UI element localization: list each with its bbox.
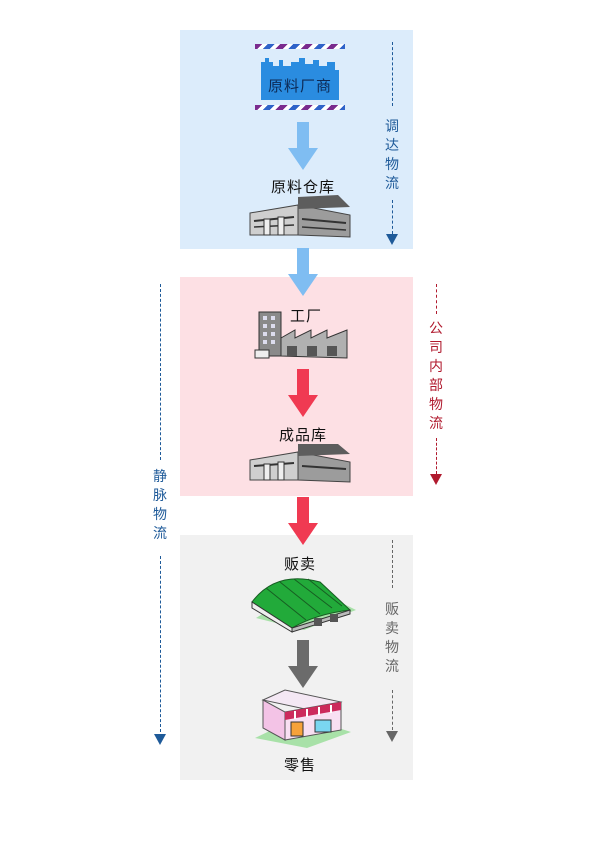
arrow-head-down-icon [386, 234, 398, 245]
product-warehouse-label: 成品库 [278, 426, 327, 444]
warehouse-icon [249, 195, 351, 238]
reverse-dashed-line [160, 284, 161, 460]
arrow-down-icon [288, 248, 318, 296]
arrow-head-down-icon [430, 474, 442, 485]
material-warehouse-label: 原料仓库 [270, 178, 335, 196]
retail-label: 零售 [284, 756, 317, 774]
procurement-dashed-line [392, 200, 393, 234]
supplier-node: 原料厂商 [255, 44, 345, 110]
supplier-factory-icon [261, 58, 339, 100]
arrow-down-icon [288, 497, 318, 545]
factory-icon [254, 311, 348, 359]
stripe-top [255, 44, 345, 49]
arrow-down-icon [288, 122, 318, 170]
sales-logistics-label: 贩卖物流 [385, 602, 399, 675]
arrow-head-down-icon [386, 731, 398, 742]
factory-label: 工厂 [290, 307, 323, 325]
sales-dashed-line [392, 690, 393, 730]
store-icon [255, 689, 351, 748]
internal-logistics-label: 公司内部物流 [429, 321, 443, 432]
reverse-logistics-label: 静脉物流 [153, 469, 167, 542]
warehouse-icon [249, 444, 351, 483]
sales-dashed-line [392, 540, 393, 588]
arrow-head-down-icon [154, 734, 166, 745]
internal-dashed-line [436, 438, 437, 474]
arrow-down-icon [288, 640, 318, 688]
procurement-logistics-label: 调达物流 [385, 119, 399, 192]
stripe-bottom [255, 105, 345, 110]
sales-label: 贩卖 [284, 555, 317, 573]
reverse-dashed-line [160, 556, 161, 732]
arrow-down-icon [288, 369, 318, 417]
internal-dashed-line [436, 284, 437, 314]
distribution-center-icon [251, 578, 356, 633]
supplier-label: 原料厂商 [267, 77, 332, 95]
procurement-dashed-line [392, 42, 393, 106]
